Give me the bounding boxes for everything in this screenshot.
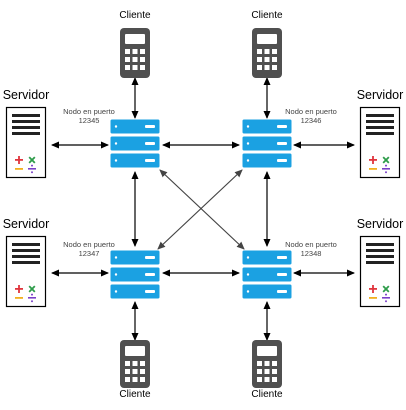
network-node-icon	[241, 118, 293, 169]
node-label-4: Nodo en puerto 12348	[271, 240, 351, 258]
edges	[51, 77, 355, 341]
client-2	[252, 28, 282, 78]
node-caption-1: Nodo en puerto	[63, 107, 115, 116]
server-icon	[359, 106, 401, 179]
network-node-icon	[241, 249, 293, 300]
node-1	[109, 118, 161, 169]
node-label-3: Nodo en puerto 12347	[49, 240, 129, 258]
server-1	[5, 106, 47, 179]
calculator-icon	[252, 28, 282, 78]
network-node-icon	[109, 118, 161, 169]
divide-icon	[28, 293, 36, 303]
node-label-1: Nodo en puerto 12345	[49, 107, 129, 125]
node-port-3: 12347	[78, 249, 100, 258]
times-icon	[28, 285, 36, 293]
server-label-2: Servidor	[356, 88, 404, 102]
minus-icon	[15, 168, 23, 170]
server-3	[5, 235, 47, 308]
plus-icon	[369, 285, 377, 293]
client-1	[120, 28, 150, 78]
node-port-2: 12346	[300, 116, 322, 125]
calculator-icon	[120, 28, 150, 78]
minus-icon	[15, 297, 23, 299]
node-port-1: 12345	[78, 116, 100, 125]
client-label-1: Cliente	[119, 10, 151, 21]
node-caption-3: Nodo en puerto	[63, 240, 115, 249]
times-icon	[382, 285, 390, 293]
client-label-3: Cliente	[119, 389, 151, 400]
server-label-3: Servidor	[2, 217, 50, 231]
server-icon	[359, 235, 401, 308]
server-label-4: Servidor	[356, 217, 404, 231]
node-4	[241, 249, 293, 300]
server-4	[359, 235, 401, 308]
minus-icon	[369, 168, 377, 170]
edge-node2-node3	[157, 169, 243, 250]
client-label-4: Cliente	[251, 389, 283, 400]
node-caption-2: Nodo en puerto	[285, 107, 337, 116]
server-icon	[5, 235, 47, 308]
times-icon	[382, 156, 390, 164]
calculator-icon	[120, 340, 150, 388]
plus-icon	[369, 156, 377, 164]
times-icon	[28, 156, 36, 164]
divide-icon	[382, 293, 390, 303]
server-2	[359, 106, 401, 179]
divide-icon	[28, 164, 36, 174]
client-label-2: Cliente	[251, 10, 283, 21]
node-3	[109, 249, 161, 300]
minus-icon	[369, 297, 377, 299]
plus-icon	[15, 156, 23, 164]
divide-icon	[382, 164, 390, 174]
server-label-1: Servidor	[2, 88, 50, 102]
calculator-icon	[252, 340, 282, 388]
network-node-icon	[109, 249, 161, 300]
client-3	[120, 340, 150, 388]
node-label-2: Nodo en puerto 12346	[271, 107, 351, 125]
node-2	[241, 118, 293, 169]
server-icon	[5, 106, 47, 179]
edge-node1-node4	[159, 169, 245, 250]
node-caption-4: Nodo en puerto	[285, 240, 337, 249]
node-port-4: 12348	[300, 249, 322, 258]
plus-icon	[15, 285, 23, 293]
client-4	[252, 340, 282, 388]
diagonal-edges	[157, 169, 245, 250]
